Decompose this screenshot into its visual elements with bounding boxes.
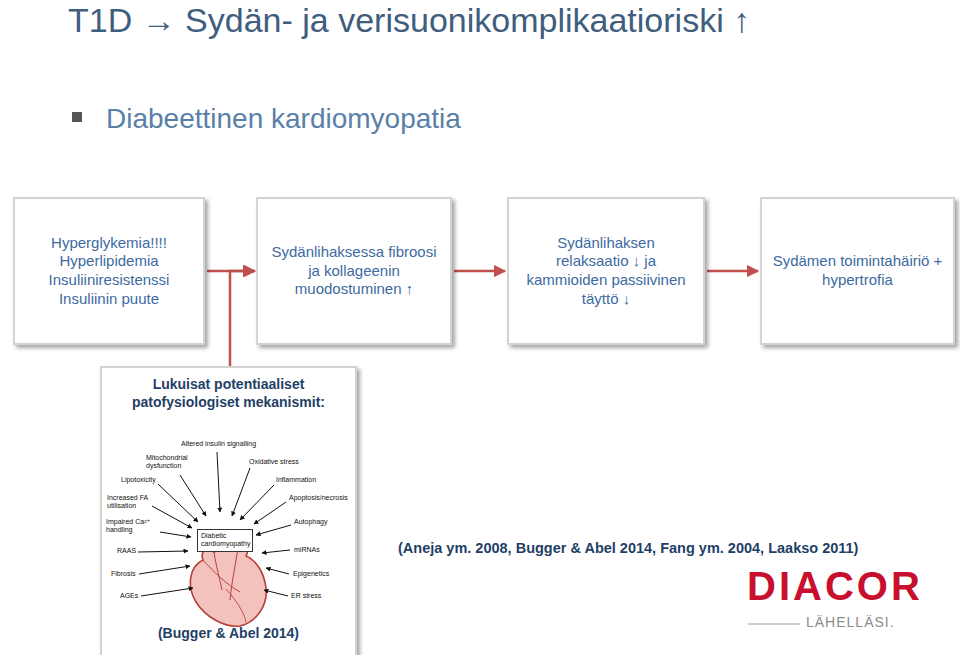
flow-arrow [230, 271, 255, 366]
process-box: Hyperglykemia!!!! Hyperlipidemia Insulii… [13, 197, 205, 345]
node-text: (Bugger & Abel 2014) [106, 625, 351, 643]
mechanism-label: Fibrosis [111, 570, 136, 578]
mechanism-label: RAAS [117, 547, 136, 555]
process-box: Sydänlihaksessa fibroosi ja kollageenin … [256, 197, 452, 345]
mechanism-label: AGEs [120, 592, 138, 600]
mechanism-label: Lipotoxicity [121, 476, 156, 484]
flow-arrow [454, 270, 505, 273]
logo-text: DIACOR [747, 562, 923, 610]
mechanism-label: ER stress [291, 592, 321, 600]
mechanism-label: Mitochondrial dysfunction [146, 454, 186, 471]
logo-rule [748, 624, 800, 625]
node-text: Lukuisat potentiaaliset patofysiologiset… [106, 376, 351, 411]
mechanism-label: Altered insulin signalling [181, 440, 256, 448]
node-text: Sydänlihaksessa fibroosi ja kollageenin … [268, 243, 440, 299]
heart-drawing [190, 546, 266, 626]
process-box: Sydämen toimintahäiriö + hypertrofia [760, 197, 955, 345]
node-text: Sydämen toimintahäiriö + hypertrofia [772, 252, 943, 290]
bullet-square [72, 112, 82, 122]
node-text: Hyperglykemia!!!! Hyperlipidemia Insulii… [25, 234, 193, 309]
mechanism-label: Increased FA utilisation [107, 494, 149, 511]
mechanism-label: Oxidative stress [249, 458, 299, 466]
mechanism-panel: Lukuisat potentiaaliset patofysiologiset… [100, 366, 357, 655]
logo-slogan: LÄHELLÄSI. [806, 614, 895, 631]
mechanism-label: Apoptosis/necrosis [289, 494, 348, 502]
flow-arrow [707, 270, 758, 273]
node-text: Sydänlihaksen relaksaatio ↓ ja kammioide… [519, 234, 693, 309]
leader-arrows [138, 452, 291, 596]
slide-title: T1D → Sydän- ja verisuonikomplikaatioris… [68, 0, 750, 40]
bullet-text: Diabeettinen kardiomyopatia [106, 102, 461, 136]
caption-box: Diabetic cardiomyopathy [197, 529, 253, 552]
mechanism-label: miRNAs [294, 546, 320, 554]
node-text: Diabetic cardiomyopathy [201, 532, 249, 549]
mechanism-label: Impaired Ca²⁺ handling [106, 518, 156, 535]
mechanism-label: Autophagy [294, 518, 327, 526]
mechanism-label: Epigenetics [293, 570, 329, 578]
process-box: Sydänlihaksen relaksaatio ↓ ja kammioide… [507, 197, 705, 345]
reference-note: (Aneja ym. 2008, Bugger & Abel 2014, Fan… [398, 540, 858, 557]
mechanism-label: Inflammation [276, 476, 316, 484]
